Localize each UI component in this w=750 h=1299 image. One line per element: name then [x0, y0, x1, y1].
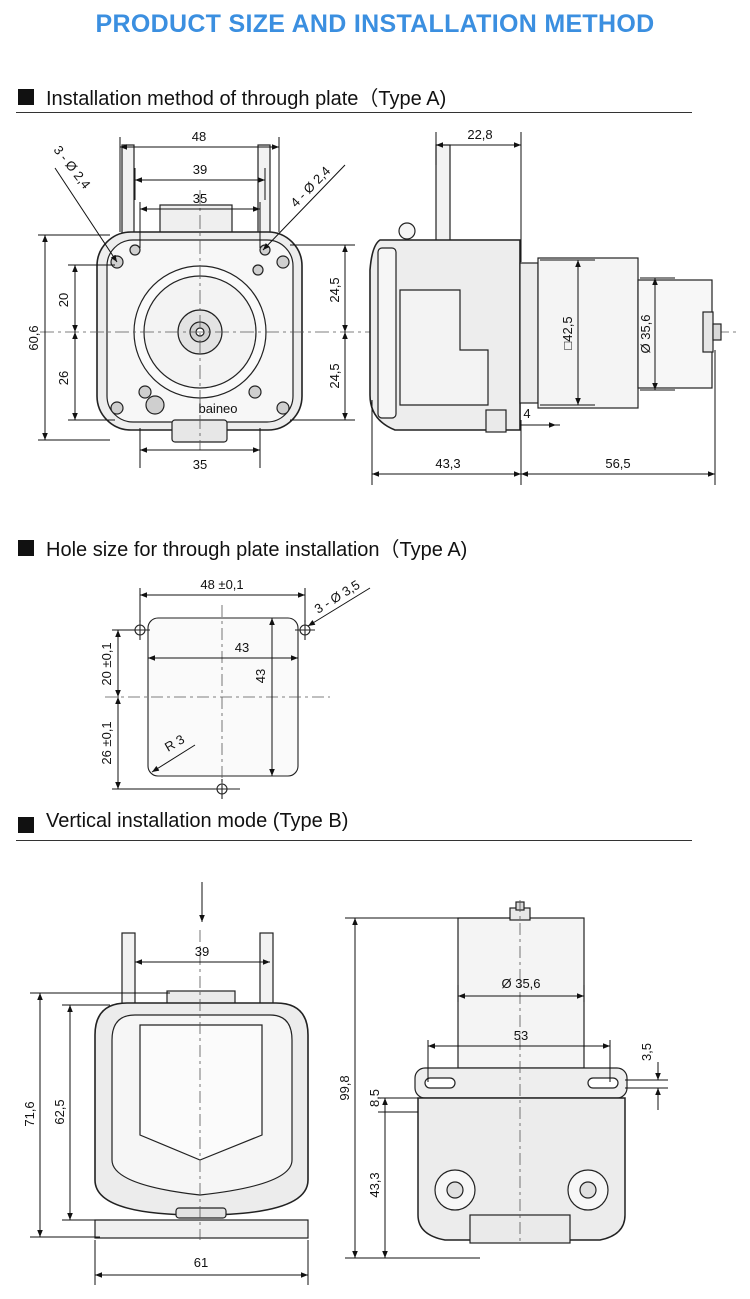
dim-holes-3: 3 - Ø 2,4 — [51, 143, 94, 192]
dim-56-5: 56,5 — [605, 456, 630, 471]
dim-4: 4 — [523, 406, 530, 421]
dim-39: 39 — [193, 162, 207, 177]
section-title: Installation method of through plate（Typ… — [46, 88, 447, 110]
dim-b-43-3: 43,3 — [367, 1172, 382, 1197]
dim-b-61: 61 — [194, 1255, 208, 1270]
section-bullet — [18, 540, 34, 556]
dim-b-71-6: 71,6 — [22, 1101, 37, 1126]
section-bullet — [18, 89, 34, 105]
dim-b-dia-35-6: Ø 35,6 — [501, 976, 540, 991]
pump-side-view — [369, 144, 722, 433]
dim-b-62-5: 62,5 — [52, 1099, 67, 1124]
dim-hole-43-height: 43 — [253, 669, 268, 683]
section-header-type-b: Vertical installation mode (Type B) — [16, 810, 692, 841]
dim-26: 26 — [56, 371, 71, 385]
dim-24-5-top: 24,5 — [327, 277, 342, 302]
dim-20: 20 — [56, 293, 71, 307]
section-bullet — [18, 817, 34, 833]
dim-hole-43-width: 43 — [235, 640, 249, 655]
section-header-type-a: Installation method of through plate（Typ… — [16, 82, 692, 113]
dim-60-6: 60,6 — [26, 325, 41, 350]
dim-b-8-5: 8,5 — [367, 1089, 382, 1107]
dim-35-bottom: 35 — [193, 457, 207, 472]
section-title: Vertical installation mode (Type B) — [46, 810, 349, 832]
dim-holes-4: 4 - Ø 2,4 — [287, 163, 333, 210]
dim-24-5-bottom: 24,5 — [327, 363, 342, 388]
dim-b-99-8: 99,8 — [337, 1075, 352, 1100]
mount-hole — [295, 620, 315, 640]
section-title: Hole size for through plate installation… — [46, 539, 468, 561]
section-header-hole-size: Hole size for through plate installation… — [16, 533, 692, 563]
type-a-drawing: 48 39 35 35 3 - Ø 2,4 4 - Ø 2,4 60,6 20 … — [26, 127, 740, 485]
dim-48: 48 — [192, 129, 206, 144]
dim-hole-48: 48 ±0,1 — [200, 577, 243, 592]
dim-43-3: 43,3 — [435, 456, 460, 471]
dim-sq-42-5: □42,5 — [560, 316, 575, 349]
pump-side-view-b — [414, 901, 628, 1244]
pump-front-view — [96, 144, 303, 443]
dim-b-53: 53 — [514, 1028, 528, 1043]
dim-hole-20: 20 ±0,1 — [99, 642, 114, 685]
dim-35-top: 35 — [193, 191, 207, 206]
hole-size-drawing: 48 ±0,1 3 - Ø 3,5 43 43 20 ±0,1 26 ±0,1 … — [99, 577, 371, 799]
page-title: PRODUCT SIZE AND INSTALLATION METHOD — [95, 10, 655, 38]
dim-hole-26: 26 ±0,1 — [99, 721, 114, 764]
type-b-drawing: 39 71,6 62,5 61 Ø 35,6 53 3,5 8,5 99,8 4… — [22, 882, 668, 1285]
dim-b-39: 39 — [195, 944, 209, 959]
pump-front-view-b — [94, 932, 309, 1239]
dim-22-8: 22,8 — [467, 127, 492, 142]
dim-b-3-5: 3,5 — [639, 1043, 654, 1061]
brand-label: baineo — [198, 401, 237, 416]
dim-dia-35-6: Ø 35,6 — [638, 314, 653, 353]
